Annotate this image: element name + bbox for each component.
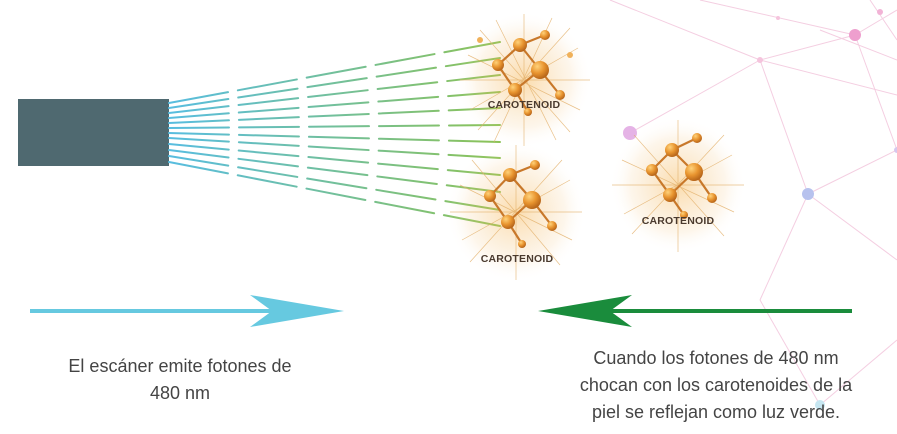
molecule-label-2: CAROTENOID xyxy=(481,253,554,265)
caption-reflection: Cuando los fotones de 480 nm chocan con … xyxy=(535,345,897,426)
caption-reflection-line-1: Cuando los fotones de 480 nm xyxy=(593,348,839,368)
caption-reflection-line-2: chocan con los carotenoides de la xyxy=(579,375,853,395)
carotenoid-molecule-3: CAROTENOID xyxy=(610,117,746,253)
caption-emission-line-2: 480 nm xyxy=(149,383,211,403)
carotenoid-molecule-1: CAROTENOID xyxy=(456,12,592,148)
photon-beams xyxy=(168,41,501,227)
scanner-device xyxy=(18,99,169,166)
background-network xyxy=(609,0,897,406)
caption-emission: El escáner emite fotones de 480 nm xyxy=(20,353,340,407)
molecule-label-1: CAROTENOID xyxy=(488,99,561,111)
caption-emission-line-1: El escáner emite fotones de xyxy=(68,356,292,376)
emission-arrow xyxy=(30,295,344,327)
molecule-label-3: CAROTENOID xyxy=(642,215,715,227)
reflection-arrow xyxy=(538,295,852,327)
caption-reflection-line-3: piel se reflejan como luz verde. xyxy=(591,402,841,422)
carotenoid-molecule-2: CAROTENOID xyxy=(446,142,586,282)
